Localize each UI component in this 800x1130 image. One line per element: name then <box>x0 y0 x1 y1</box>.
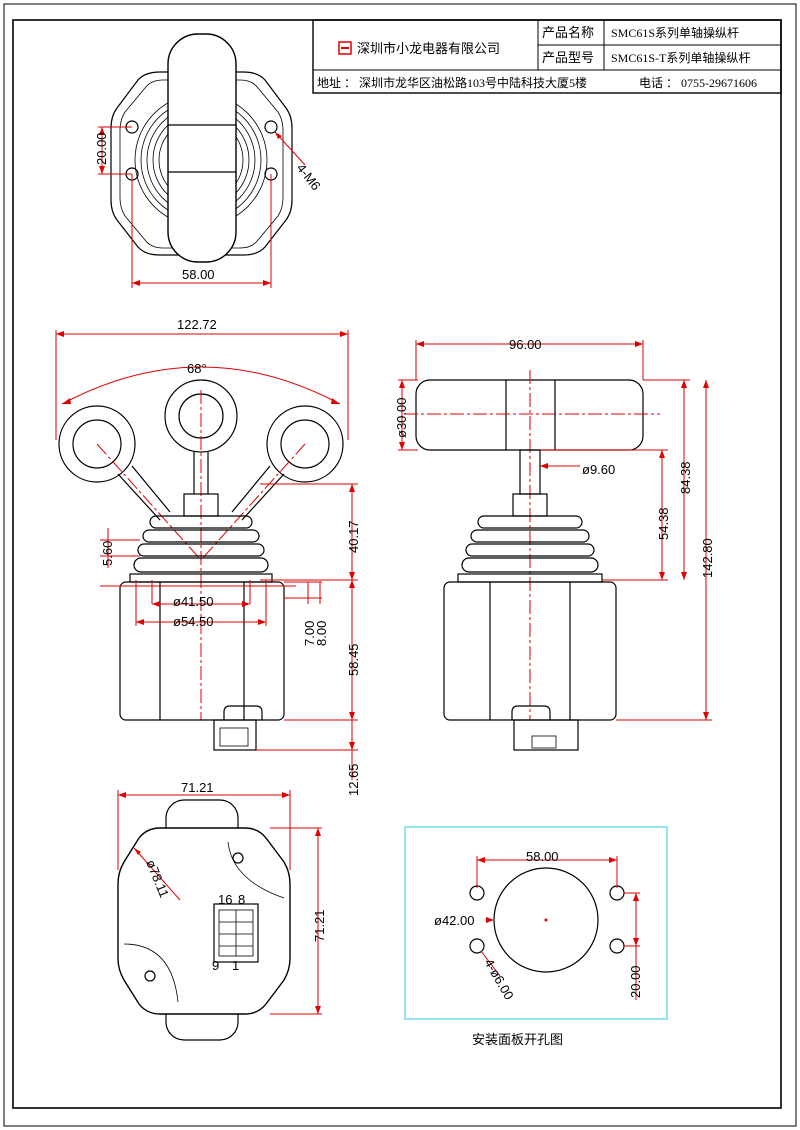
side-dim-8438: 84.38 <box>678 461 693 494</box>
cutout-dim-holes: 4-ø6.00 <box>481 956 516 1002</box>
front-dim-d5450: ø54.50 <box>173 614 213 629</box>
side-view: 96.00 ø30.00 ø9.60 <box>394 337 715 751</box>
front-dim-1265: 12.65 <box>346 763 361 796</box>
top-hole-callout: 4-M6 <box>294 161 324 194</box>
front-dim-5845: 58.45 <box>346 643 361 676</box>
pin-1-label: 1 <box>232 958 239 973</box>
outer-frame <box>3 3 797 1127</box>
title-block: 深圳市小龙电器有限公司 产品名称 SMC61S系列单轴操纵杆 产品型号 SMC6… <box>312 19 782 94</box>
panel-cutout-view: 58.00 ø42.00 4-ø6.00 20.00 安装面板开孔图 <box>404 826 668 1047</box>
side-dim-14280: 142.80 <box>700 538 715 578</box>
front-dim-d4150: ø41.50 <box>173 594 213 609</box>
product-name-value: SMC61S系列单轴操纵杆 <box>611 25 739 40</box>
top-dim-vertical: 20.00 <box>94 132 109 165</box>
front-dim-800: 8.00 <box>314 621 329 646</box>
pin-9-label: 9 <box>212 958 219 973</box>
side-dim-d30: ø30.00 <box>394 398 409 438</box>
pin-16-label: 16 <box>218 892 232 907</box>
bottom-view: 71.21 16 8 9 1 ø78.11 71.21 <box>117 780 327 1041</box>
top-view: 20.00 58.00 4-M6 <box>94 33 324 288</box>
side-dim-d960: ø9.60 <box>582 462 615 477</box>
product-model-label: 产品型号 <box>542 50 594 65</box>
cutout-dim-width: 58.00 <box>526 849 559 864</box>
cutout-dim-vertical: 20.00 <box>628 965 643 998</box>
front-dim-560: 5.60 <box>100 541 115 566</box>
front-dim-700: 7.00 <box>302 621 317 646</box>
cutout-frame <box>404 826 668 1020</box>
bottom-dim-width: 71.21 <box>181 780 214 795</box>
product-model-value: SMC61S-T系列单轴操纵杆 <box>611 50 750 65</box>
company-logo <box>338 41 352 55</box>
pin-8-label: 8 <box>238 892 245 907</box>
front-dim-width: 122.72 <box>177 317 217 332</box>
address-text: 地址 ： 深圳市龙华区油松路103号中陆科技大厦5楼 <box>317 75 587 90</box>
product-name-label: 产品名称 <box>542 25 594 40</box>
company-name: 深圳市小龙电器有限公司 <box>357 41 500 56</box>
front-angle: 68° <box>187 361 207 376</box>
front-dim-4017: 40.17 <box>346 520 361 553</box>
phone-text: 电话 ： 0755-29671606 <box>639 76 757 90</box>
cutout-dim-d42: ø42.00 <box>434 913 474 928</box>
side-dim-5438: 54.38 <box>656 507 671 540</box>
side-dim-width: 96.00 <box>509 337 542 352</box>
top-dim-horizontal: 58.00 <box>182 267 215 282</box>
bottom-dim-height: 71.21 <box>312 909 327 942</box>
cutout-caption: 安装面板开孔图 <box>472 1032 563 1047</box>
front-view: 68° 122.72 <box>55 317 361 796</box>
